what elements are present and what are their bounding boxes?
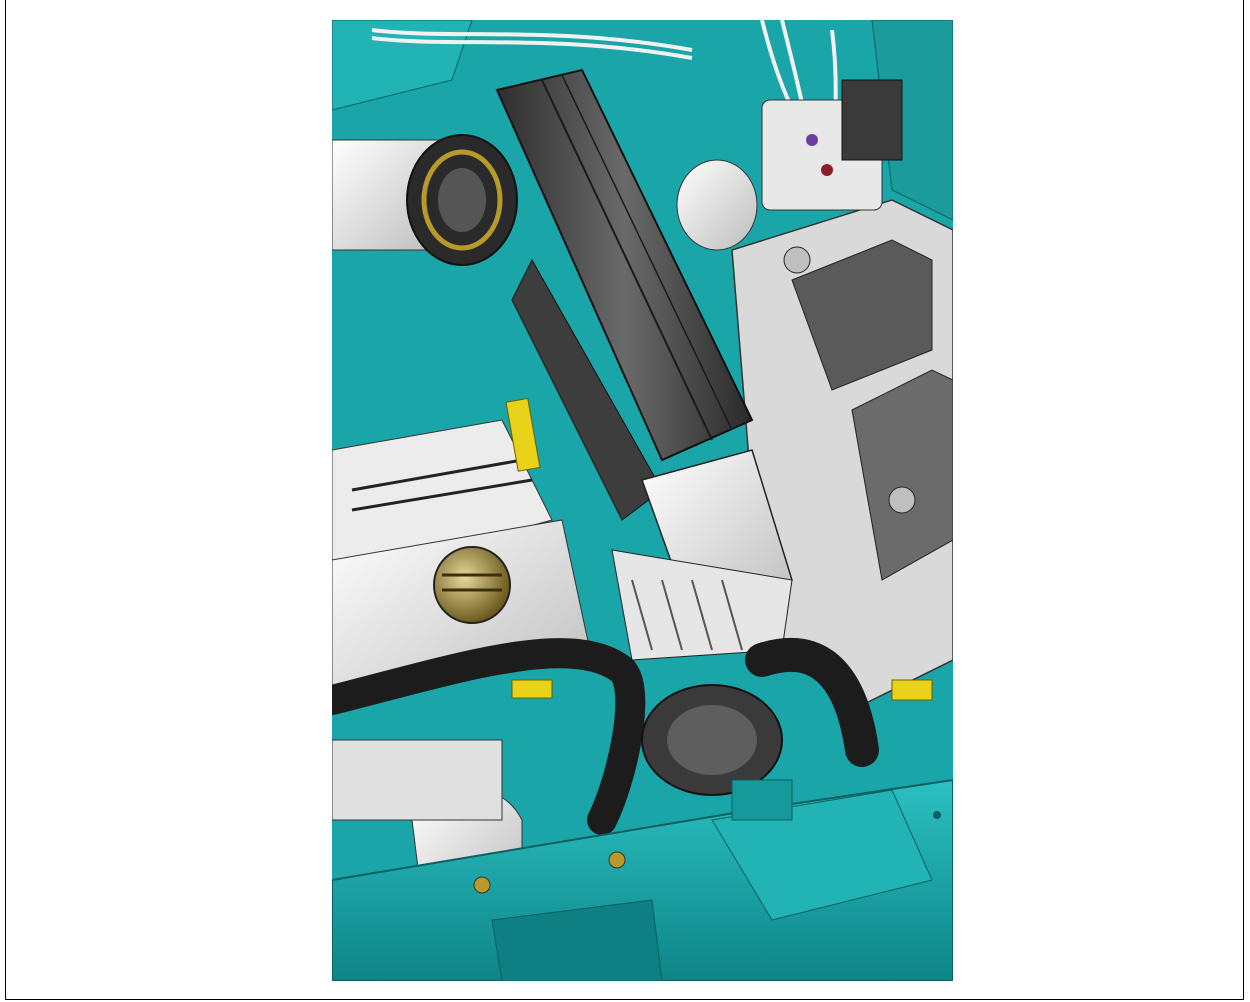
throttle-body — [332, 134, 518, 266]
intake-duct — [611, 449, 793, 661]
engine-bay-illustration — [332, 20, 953, 981]
thermostat-housing — [641, 684, 783, 796]
radiator-hoses — [332, 638, 879, 835]
yellow-clips — [505, 397, 933, 701]
radiator-support — [332, 778, 953, 981]
document-frame — [5, 0, 1244, 1000]
abs-module — [676, 79, 903, 251]
oil-filler-cap — [433, 546, 511, 624]
engine-bay-render — [332, 20, 953, 981]
air-filter-box — [495, 68, 754, 521]
